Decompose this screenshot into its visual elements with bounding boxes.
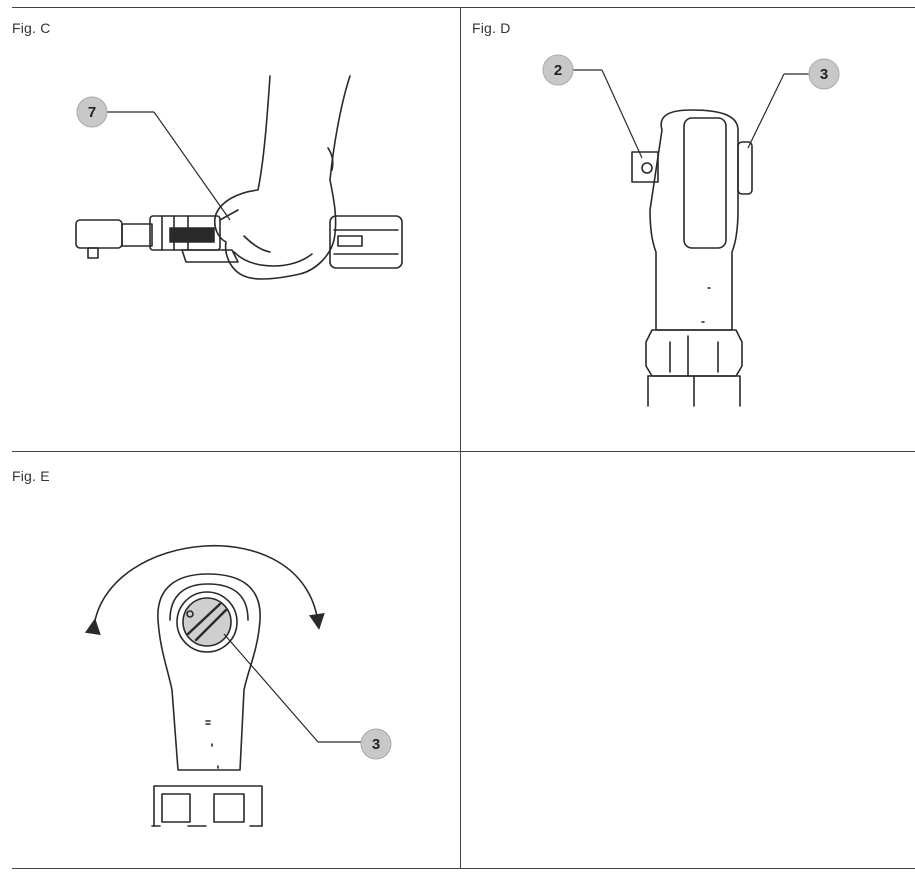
- fig-c-label: Fig. C: [12, 20, 51, 36]
- fig-e-callout-3: 3: [372, 736, 380, 753]
- fig-e-illustration: 3: [84, 544, 392, 827]
- fig-d-label: Fig. D: [472, 20, 511, 36]
- fig-c-illustration: 7: [75, 75, 403, 280]
- fig-d-illustration: 2 3: [542, 54, 840, 407]
- top-rule: [12, 7, 915, 8]
- fig-d-callout-2: 2: [554, 62, 562, 79]
- middle-rule: [12, 451, 915, 452]
- center-divider: [460, 7, 461, 869]
- fig-d-callout-3: 3: [820, 66, 828, 83]
- bottom-rule: [12, 868, 915, 869]
- fig-e-label: Fig. E: [12, 468, 50, 484]
- fig-c-callout-7: 7: [88, 104, 96, 121]
